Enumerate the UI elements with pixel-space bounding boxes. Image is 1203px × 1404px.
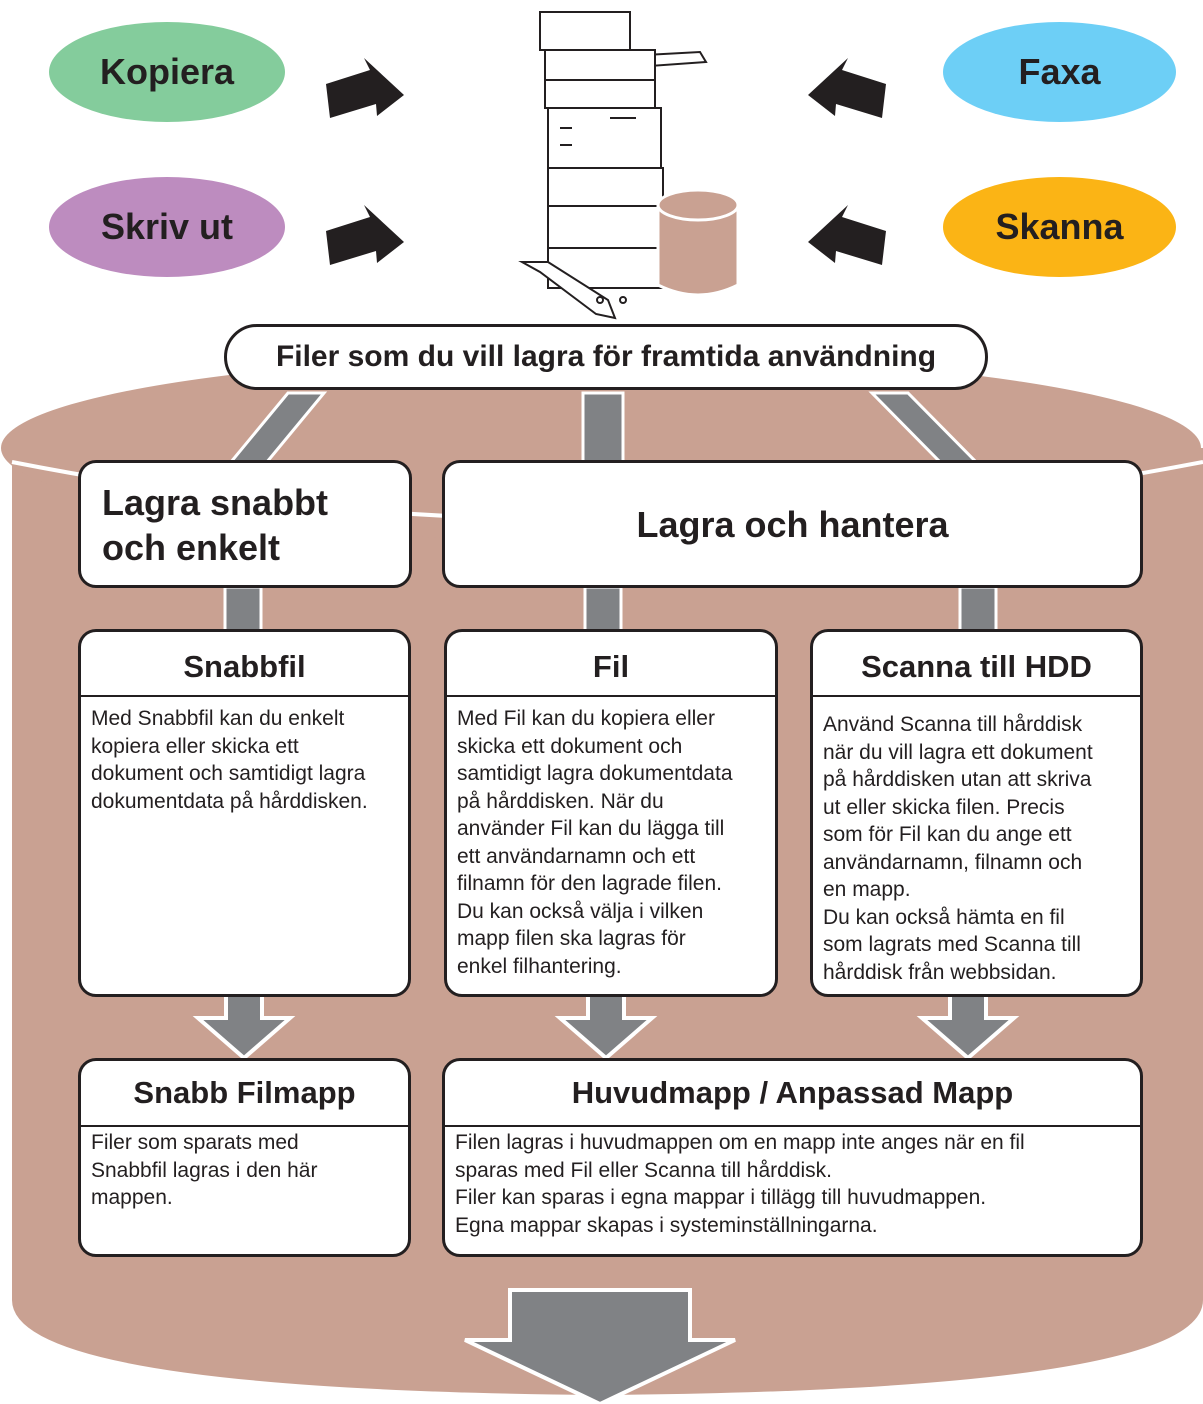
printer-icon (518, 11, 708, 320)
quick-folder-box: Snabb Filmapp Filer som sparats med Snab… (78, 1058, 411, 1257)
file-box: Fil Med Fil kan du kopiera eller skicka … (444, 629, 778, 997)
main-custom-folder-box: Huvudmapp / Anpassad Mapp Filen lagras i… (442, 1058, 1143, 1257)
category-quick: Lagra snabbt och enkelt (78, 460, 412, 588)
divider (81, 695, 408, 697)
scan-oval: Skanna (943, 177, 1176, 277)
print-oval: Skriv ut (49, 177, 285, 277)
scan-hdd-box: Scanna till HDD Använd Scanna till hårdd… (810, 629, 1143, 997)
fax-label: Faxa (1018, 51, 1101, 92)
quick-file-text: Med Snabbfil kan du enkelt kopiera eller… (91, 707, 368, 813)
quick-folder-title: Snabb Filmapp (133, 1075, 356, 1110)
quick-folder-text: Filer som sparats med Snabbfil lagras i … (91, 1131, 318, 1209)
scan-hdd-title: Scanna till HDD (861, 649, 1092, 684)
scan-hdd-text: Använd Scanna till hårddisk när du vill … (823, 713, 1093, 984)
divider (813, 695, 1140, 697)
divider (81, 1125, 408, 1127)
main-custom-folder-text: Filen lagras i huvudmappen om en mapp in… (455, 1131, 1025, 1237)
banner-connectors (222, 391, 986, 470)
file-title: Fil (592, 649, 630, 684)
copy-label: Kopiera (99, 51, 235, 92)
scan-label: Skanna (995, 206, 1124, 247)
folder-arrows (192, 993, 1020, 1061)
hard-disk-icon (656, 188, 740, 297)
quick-file-box: Snabbfil Med Snabbfil kan du enkelt kopi… (78, 629, 411, 997)
category-quick-title: Lagra snabbt och enkelt (102, 482, 329, 568)
category-connectors (223, 585, 998, 633)
divider (445, 1125, 1140, 1127)
category-manage-title: Lagra och hantera (636, 503, 949, 545)
output-arrow (464, 1288, 736, 1404)
copy-oval: Kopiera (49, 22, 285, 122)
quick-file-title: Snabbfil (183, 649, 306, 684)
category-manage: Lagra och hantera (442, 460, 1143, 588)
fax-oval: Faxa (943, 22, 1176, 122)
file-text: Med Fil kan du kopiera eller skicka ett … (457, 707, 733, 978)
main-custom-folder-title: Huvudmapp / Anpassad Mapp (571, 1075, 1014, 1110)
input-arrows (326, 58, 886, 265)
print-label: Skriv ut (100, 206, 234, 247)
stored-files-banner: Filer som du vill lagra för framtida anv… (224, 324, 988, 390)
divider (447, 695, 775, 697)
banner-text: Filer som du vill lagra för framtida anv… (275, 340, 937, 373)
